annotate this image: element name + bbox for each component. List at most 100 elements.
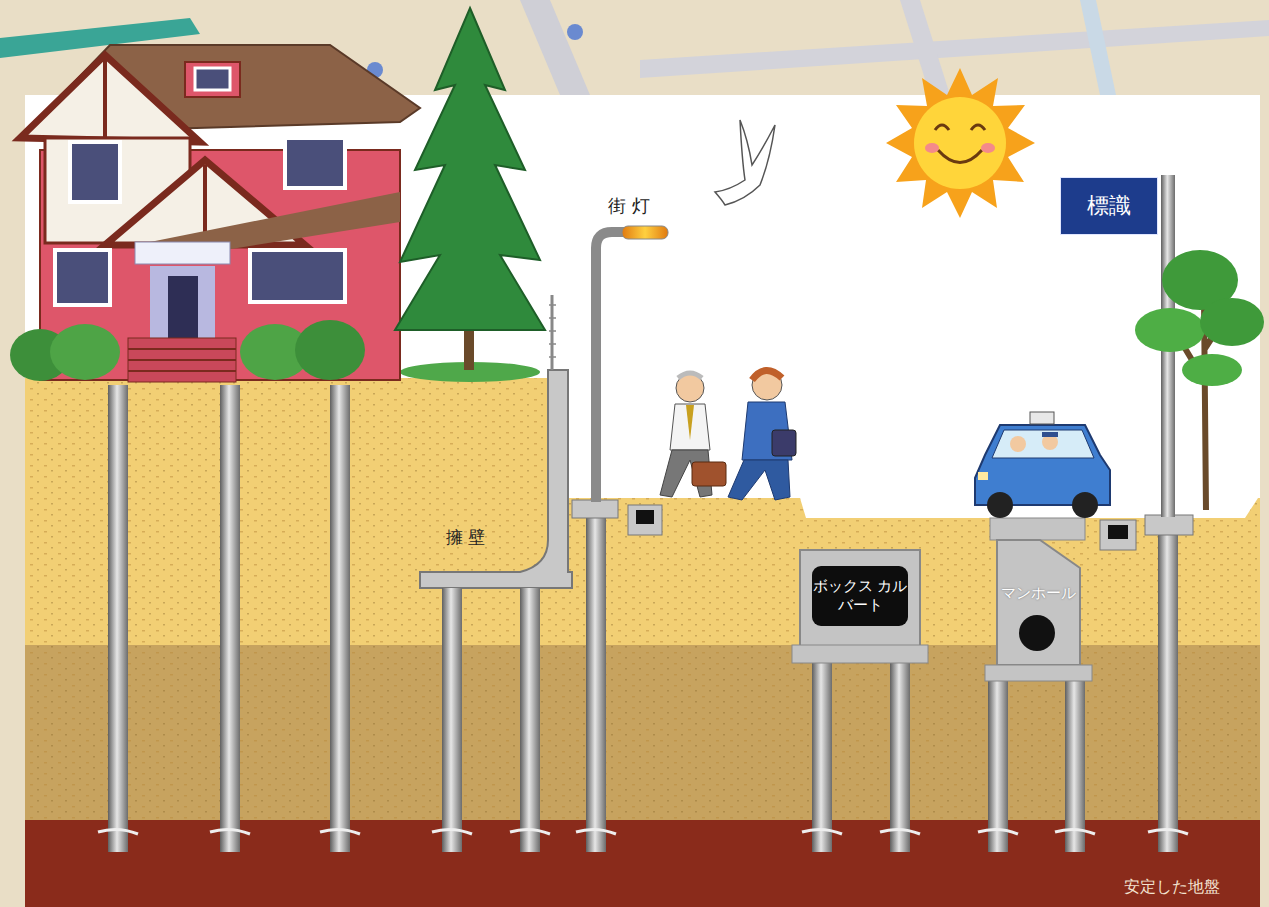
person-hair bbox=[752, 370, 782, 380]
lamp-head bbox=[622, 226, 668, 239]
steel-pile bbox=[812, 662, 832, 852]
drain-box bbox=[628, 505, 662, 535]
bush bbox=[295, 320, 365, 380]
map-marker bbox=[567, 24, 583, 40]
stairs bbox=[128, 338, 236, 382]
light-base bbox=[572, 500, 618, 518]
map-road bbox=[1080, 0, 1116, 95]
sun-rays bbox=[886, 68, 1035, 218]
person-head bbox=[752, 370, 782, 400]
node-text: 標識 bbox=[1087, 192, 1131, 220]
steel-pile bbox=[1065, 680, 1085, 852]
steel-pile bbox=[442, 588, 462, 852]
light-pole bbox=[596, 232, 628, 502]
helix-plate bbox=[98, 829, 138, 834]
window bbox=[55, 250, 110, 305]
deciduous-tree bbox=[1135, 250, 1264, 510]
window bbox=[195, 68, 230, 90]
culvert-footing bbox=[792, 645, 928, 663]
dove bbox=[715, 120, 775, 205]
sun-smile bbox=[938, 150, 982, 163]
steel-pile bbox=[1158, 525, 1178, 852]
helix-plate bbox=[1055, 829, 1095, 834]
car-window bbox=[992, 430, 1094, 458]
drain-opening bbox=[1108, 525, 1128, 539]
helix-plate bbox=[510, 829, 550, 834]
fence bbox=[551, 295, 554, 370]
window bbox=[70, 142, 120, 202]
door bbox=[168, 276, 198, 338]
porch bbox=[150, 266, 215, 338]
tree-foliage bbox=[395, 8, 545, 330]
sign-base bbox=[1145, 515, 1193, 535]
tree-foliage bbox=[1182, 354, 1242, 386]
part-label: 街 灯 bbox=[608, 194, 650, 218]
node-text: マンホール bbox=[1001, 584, 1076, 603]
person-tie bbox=[686, 405, 694, 440]
wheel bbox=[987, 492, 1013, 518]
helix-plate bbox=[320, 829, 360, 834]
pipe-opening bbox=[1019, 615, 1055, 651]
bushes bbox=[10, 320, 365, 381]
sun-cheek bbox=[981, 143, 995, 153]
drain-opening bbox=[636, 510, 654, 524]
tree-foliage bbox=[1135, 308, 1205, 352]
part-label: 擁 壁 bbox=[446, 526, 485, 549]
map-road bbox=[520, 0, 590, 95]
timber-beam bbox=[103, 60, 107, 140]
briefcase bbox=[692, 462, 726, 486]
pile-helix-plates bbox=[98, 829, 1188, 834]
sun bbox=[886, 68, 1035, 218]
helix-plate bbox=[210, 829, 250, 834]
manhole-body bbox=[997, 540, 1080, 665]
taxi bbox=[975, 412, 1110, 518]
map-road bbox=[640, 20, 1269, 78]
conifer-tree bbox=[395, 8, 545, 370]
helix-plate bbox=[1148, 829, 1188, 834]
headlight bbox=[978, 472, 988, 480]
bag bbox=[772, 430, 796, 456]
sun-face bbox=[914, 97, 1006, 189]
steel-pile bbox=[988, 680, 1008, 852]
wheel bbox=[1072, 492, 1098, 518]
helix-plate bbox=[432, 829, 472, 834]
steel-pile bbox=[220, 385, 240, 852]
driver-head bbox=[1010, 436, 1026, 452]
helix-plate bbox=[880, 829, 920, 834]
walking-people bbox=[660, 370, 796, 500]
bush bbox=[50, 324, 120, 380]
driver-cap bbox=[1042, 432, 1058, 437]
dormer-roof bbox=[160, 60, 240, 100]
person-head bbox=[676, 374, 704, 402]
steel-piles bbox=[108, 385, 1178, 852]
dormer bbox=[185, 62, 240, 97]
sign-board: 標識 bbox=[1060, 177, 1158, 235]
node-text: 安定した地盤 bbox=[1124, 877, 1220, 897]
awning bbox=[135, 242, 230, 264]
person-trousers bbox=[728, 460, 790, 500]
steel-pile bbox=[586, 515, 606, 852]
window bbox=[250, 250, 345, 302]
steel-pile bbox=[890, 662, 910, 852]
tree-foliage bbox=[1200, 298, 1264, 346]
drain-box bbox=[1100, 520, 1136, 550]
helix-plate bbox=[576, 829, 616, 834]
manhole-footing bbox=[985, 665, 1092, 681]
steel-pile bbox=[108, 385, 128, 852]
node-text: ボックス カルバート bbox=[812, 577, 908, 615]
helix-plate bbox=[978, 829, 1018, 834]
helix-plate bbox=[802, 829, 842, 834]
person-hair bbox=[678, 373, 702, 378]
steel-pile bbox=[330, 385, 350, 852]
culvert-box: ボックス カルバート bbox=[812, 566, 908, 626]
ground-band: 安定した地盤 bbox=[25, 820, 1260, 907]
sun-eyes bbox=[935, 125, 985, 130]
taxi-sign bbox=[1030, 412, 1054, 424]
manhole-structure: マンホール bbox=[992, 578, 1084, 608]
fence-rails bbox=[549, 305, 556, 357]
box-culvert bbox=[800, 550, 920, 647]
window bbox=[285, 138, 345, 188]
